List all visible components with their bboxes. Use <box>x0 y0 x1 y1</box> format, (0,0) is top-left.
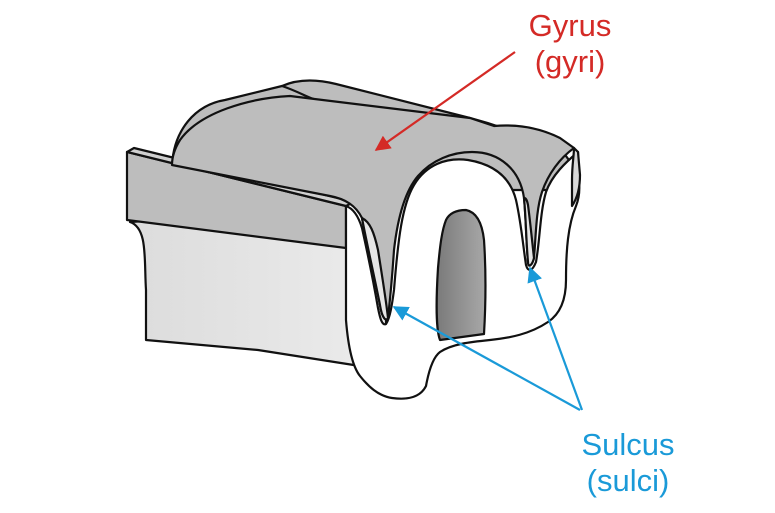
sulcus-pointer-arrow-left <box>392 306 581 411</box>
sulcus-pointer-arrow-right <box>527 266 584 411</box>
gyrus-pointer-arrow <box>374 51 516 151</box>
sulcus-cavity <box>435 208 487 342</box>
sulcus-wall-right <box>522 196 536 267</box>
sulcus-wall-left <box>360 216 390 321</box>
gyrus-term: Gyrus <box>528 8 612 43</box>
right-edge <box>570 146 582 208</box>
gyrus-label: Gyrus (gyri) <box>500 8 640 80</box>
sulcus-label: Sulcus (sulci) <box>548 427 708 499</box>
cortex-block <box>125 79 582 400</box>
sulcus-plural: (sulci) <box>586 463 670 498</box>
gyrus-plural: (gyri) <box>534 44 606 79</box>
sulcus-term: Sulcus <box>581 427 675 462</box>
